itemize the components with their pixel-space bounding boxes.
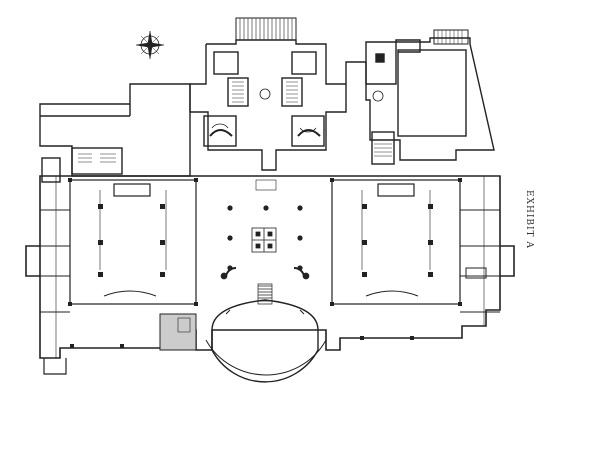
right-hall: [331, 179, 461, 305]
upper-right-tower: [365, 29, 495, 165]
right-side-rooms: [460, 176, 500, 326]
left-side-rooms: [40, 176, 70, 358]
upper-central-block: [189, 39, 421, 191]
roof-grille: [235, 17, 297, 41]
left-hall: [69, 179, 197, 305]
atrium-grid: [251, 227, 277, 253]
grand-stair: [220, 266, 310, 305]
lower-left-bump: [43, 358, 67, 375]
upper-left-wing: [39, 83, 191, 183]
main-building: [25, 175, 515, 359]
compass-rose-icon: [135, 30, 165, 60]
exhibit-label: EXHIBIT A: [524, 190, 534, 249]
rotunda: [205, 299, 327, 383]
columns: [68, 178, 462, 348]
